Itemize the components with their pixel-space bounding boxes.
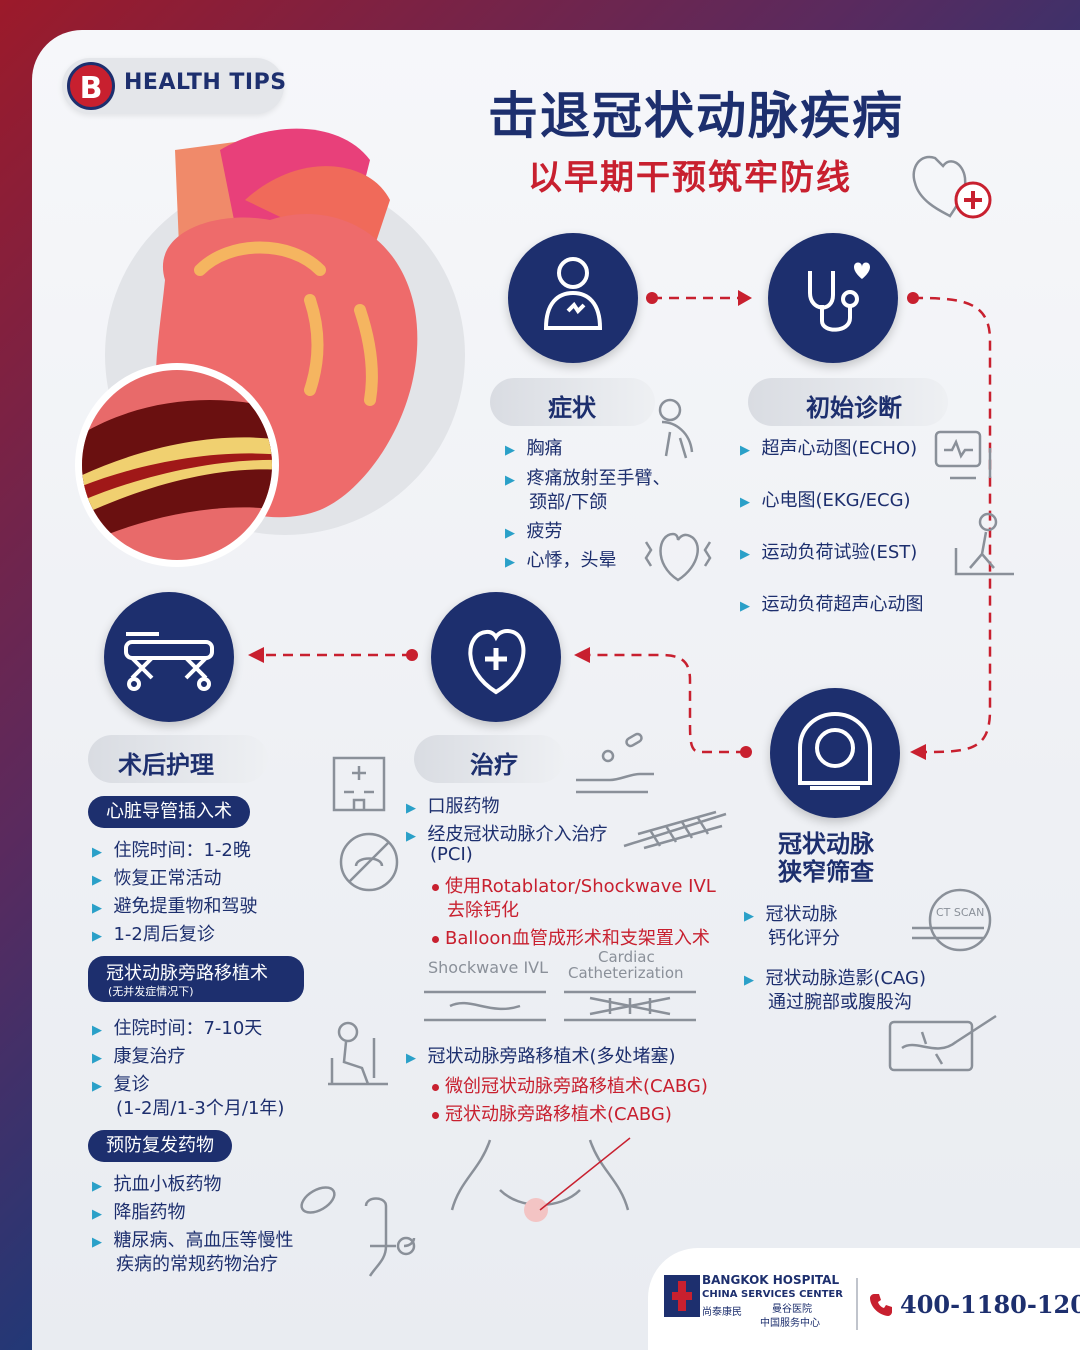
stent-icon bbox=[623, 810, 727, 850]
postcare-circle bbox=[104, 592, 234, 722]
tag-cabg-note: (无并发症情况下) bbox=[108, 985, 194, 998]
page-title: 击退冠状动脉疾病 bbox=[488, 87, 904, 145]
hospital-name-cn2: 曼谷医院 bbox=[772, 1304, 812, 1315]
pills-hand-icon bbox=[576, 732, 654, 794]
tag-cardiac-catheterization: 心脏导管插入术 bbox=[88, 796, 250, 828]
list-item: ▶ 心悸，头晕 bbox=[505, 550, 617, 571]
list-item: ▶ 冠状动脉 bbox=[744, 904, 838, 925]
ct-scanner-icon bbox=[798, 711, 872, 790]
page-subtitle: 以早期干预筑牢防线 bbox=[528, 158, 852, 198]
list-item: 颈部/下颌 bbox=[529, 492, 608, 513]
no-driving-icon bbox=[339, 832, 399, 892]
list-item: ▶ 抗血小板药物 bbox=[92, 1174, 222, 1195]
list-item: (1-2周/1-3个月/1年) bbox=[116, 1098, 285, 1119]
list-item: ▶ 恢复正常活动 bbox=[92, 868, 222, 889]
echo-monitor-icon bbox=[934, 430, 992, 480]
catheterization-label-1: Cardiac bbox=[598, 948, 655, 966]
hospital-logo-icon bbox=[664, 1275, 700, 1317]
patient-chest-pain-icon bbox=[543, 257, 603, 330]
hospital-bed-icon bbox=[124, 632, 214, 691]
heart-plus-icon bbox=[912, 155, 992, 219]
screening-title: 冠状动脉狭窄筛查 bbox=[778, 830, 874, 886]
bent-person-icon bbox=[658, 398, 694, 459]
ct-scan-machine-icon bbox=[912, 888, 992, 952]
list-item: 冠状动脉旁路移植术(CABG) bbox=[432, 1100, 672, 1126]
treatment-title: 治疗 bbox=[470, 751, 518, 779]
list-item: ▶ 康复治疗 bbox=[92, 1046, 186, 1067]
brand-logo: B bbox=[67, 62, 115, 110]
catheterization-label-2: Catheterization bbox=[568, 964, 684, 982]
hospital-building-icon bbox=[332, 756, 386, 812]
footer-divider bbox=[856, 1278, 858, 1330]
artery-plaque-illustration bbox=[75, 363, 279, 567]
phone-icon bbox=[870, 1294, 892, 1316]
hospital-name-en: BANGKOK HOSPITAL bbox=[702, 1273, 840, 1287]
hotline-number[interactable]: 400-1180-120 bbox=[900, 1290, 1080, 1319]
list-item: ▶ 心电图(EKG/ECG) bbox=[740, 490, 911, 511]
symptoms-circle bbox=[508, 233, 638, 363]
list-item: 使用Rotablator/Shockwave IVL bbox=[432, 872, 716, 898]
treadmill-icon bbox=[954, 512, 1014, 576]
list-item: ▶ 冠状动脉造影(CAG) bbox=[744, 968, 927, 989]
list-item: ▶ 1-2周后复诊 bbox=[92, 924, 215, 945]
list-item: ▶ 降脂药物 bbox=[92, 1202, 186, 1223]
brand-label: HEALTH TIPS bbox=[124, 70, 287, 95]
list-item: 疾病的常规药物治疗 bbox=[116, 1254, 278, 1275]
medicine-bp-icon bbox=[300, 1186, 416, 1277]
list-item: Balloon血管成形术和支架置入术 bbox=[432, 924, 710, 950]
footer-card bbox=[648, 1248, 1080, 1350]
list-item: ▶ 复诊 bbox=[92, 1074, 150, 1095]
list-item: ▶ 住院时间：7-10天 bbox=[92, 1018, 263, 1039]
tag-cabg-label: 冠状动脉旁路移植术 bbox=[106, 963, 268, 984]
list-item: ▶ 糖尿病、高血压等慢性 bbox=[92, 1230, 294, 1251]
list-item: ▶ 疼痛放射至手臂、 bbox=[505, 468, 671, 489]
chest-incision-illustration bbox=[450, 1137, 631, 1222]
screening-circle bbox=[770, 688, 900, 818]
rehab-icon bbox=[328, 1021, 388, 1086]
list-item: ▶ 超声心动图(ECHO) bbox=[740, 438, 918, 459]
hospital-name-en2: CHINA SERVICES CENTER bbox=[702, 1289, 843, 1300]
vessel-procedure-illustration bbox=[424, 990, 696, 1022]
diagnosis-pill bbox=[748, 378, 948, 426]
list-item: ▶ 经皮冠状动脉介入治疗 bbox=[406, 824, 608, 845]
ct-scan-label: CT SCAN bbox=[936, 906, 985, 919]
stethoscope-icon bbox=[808, 262, 870, 332]
tag-cabg: 冠状动脉旁路移植术 (无并发症情况下) bbox=[88, 956, 304, 1002]
angiography-icon bbox=[888, 1014, 997, 1072]
heart-care-icon bbox=[468, 629, 526, 695]
list-item: ▶ 胸痛 bbox=[505, 438, 563, 459]
list-item: ▶ 运动负荷试验(EST) bbox=[740, 542, 918, 563]
list-item: ▶ 住院时间：1-2晚 bbox=[92, 840, 251, 861]
symptoms-pill bbox=[490, 378, 655, 426]
heart-palpitation-icon bbox=[644, 532, 712, 582]
list-item: 钙化评分 bbox=[768, 928, 840, 949]
list-item: ▶ 避免提重物和驾驶 bbox=[92, 896, 258, 917]
symptoms-title: 症状 bbox=[548, 394, 596, 422]
list-item: ▶ 疲劳 bbox=[505, 521, 563, 542]
hospital-name-cn1: 尚泰康民 bbox=[702, 1307, 742, 1318]
diagnosis-title: 初始诊断 bbox=[806, 394, 902, 422]
treatment-pill bbox=[414, 735, 564, 783]
list-item: 去除钙化 bbox=[447, 900, 519, 921]
list-item: 微创冠状动脉旁路移植术(CABG) bbox=[432, 1072, 708, 1098]
shockwave-label: Shockwave IVL bbox=[428, 958, 549, 977]
postcare-title: 术后护理 bbox=[118, 751, 214, 779]
tag-prevention-meds: 预防复发药物 bbox=[88, 1130, 232, 1162]
treatment-circle bbox=[431, 592, 561, 722]
list-item: ▶ 运动负荷超声心动图 bbox=[740, 594, 924, 615]
postcare-pill bbox=[88, 735, 268, 783]
diagnosis-circle bbox=[768, 233, 898, 363]
list-item: (PCI) bbox=[430, 844, 473, 865]
hospital-name-cn3: 中国服务中心 bbox=[760, 1318, 820, 1329]
list-item: ▶ 口服药物 bbox=[406, 796, 500, 817]
list-item: ▶ 冠状动脉旁路移植术(多处堵塞) bbox=[406, 1046, 676, 1067]
list-item: 通过腕部或腹股沟 bbox=[768, 992, 912, 1013]
